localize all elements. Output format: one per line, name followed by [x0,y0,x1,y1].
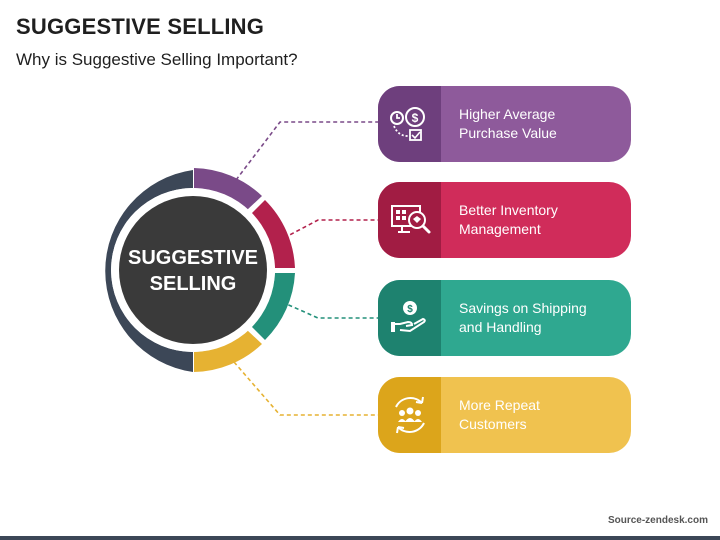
connector-3 [281,301,378,319]
connector-1 [235,121,378,181]
connector-2 [283,219,378,239]
hand-dollar-icon: $ [378,280,441,356]
card-better-inventory-management: Better Inventory Management [378,182,631,258]
card-higher-average-purchase-value: $ Higher Average Purchase Value [378,86,631,162]
bottom-bar [0,536,720,540]
card-more-repeat-customers: More Repeat Customers [378,377,631,453]
repeat-customers-icon [378,377,441,453]
card-label: More Repeat Customers [459,397,540,432]
money-clock-icon: $ [378,86,441,162]
page-title: SUGGESTIVE SELLING [16,14,265,39]
svg-text:$: $ [407,304,413,315]
outer-ring-dark [105,170,193,372]
center-label-line2: SELLING [150,273,237,295]
card-savings-on-shipping: $ Savings on Shipping and Handling [378,280,631,356]
card-label: Savings on Shipping and Handling [459,300,587,335]
ring-segment-red [251,200,295,268]
card-label: Better Inventory Management [459,202,558,237]
page-subtitle: Why is Suggestive Selling Important? [16,50,298,69]
inventory-monitor-icon [378,182,441,258]
connector-4 [233,361,378,416]
center-label-line1: SUGGESTIVE [128,247,258,269]
svg-text:$: $ [411,111,418,125]
ring-segment-purple [194,168,262,210]
source-credit: Source-zendesk.com [607,515,708,526]
center-circle [119,196,267,344]
card-label: Higher Average Purchase Value [459,106,557,141]
ring-segment-teal [251,273,295,340]
ring-segment-yellow [194,330,262,372]
